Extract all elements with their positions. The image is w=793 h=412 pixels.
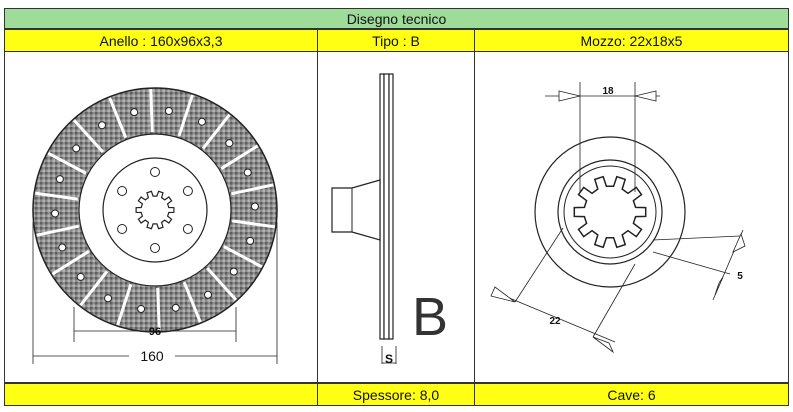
rivet bbox=[203, 290, 212, 299]
hub-detail-panel: 18 22 5 bbox=[474, 52, 789, 383]
rivet bbox=[225, 139, 234, 148]
title-bar: Disegno tecnico bbox=[4, 8, 789, 29]
lining-gap-line bbox=[116, 283, 133, 326]
dim5-ext-top bbox=[652, 235, 741, 241]
disc-front-panel: 96 160 bbox=[4, 52, 318, 383]
lining-gap-line bbox=[206, 266, 238, 301]
lining-gap-line bbox=[223, 245, 263, 269]
header-mozzo-label: Mozzo: 22x18x5 bbox=[580, 32, 683, 49]
lining-gap-line bbox=[220, 144, 259, 170]
rivet bbox=[164, 106, 173, 115]
header-tipo: Tipo : B bbox=[317, 29, 475, 52]
lining-left bbox=[379, 73, 385, 340]
rivet bbox=[197, 117, 206, 126]
lining-gap-line bbox=[34, 191, 78, 201]
dim18-arrow-right bbox=[634, 90, 657, 102]
dim5-ext-bottom bbox=[652, 251, 731, 275]
hub-profile bbox=[331, 179, 381, 241]
hub-hole bbox=[150, 167, 160, 177]
lining-gap-line bbox=[36, 224, 80, 237]
bottom-margin bbox=[4, 406, 789, 412]
rivet bbox=[130, 108, 139, 117]
disc-side-panel: S B bbox=[317, 52, 475, 383]
rivet bbox=[243, 168, 252, 177]
rivet bbox=[171, 303, 180, 312]
hub-hole bbox=[182, 186, 193, 196]
rivet bbox=[58, 243, 67, 252]
disc-plate bbox=[383, 73, 390, 340]
dim-160-label: 160 bbox=[140, 348, 164, 364]
rivet bbox=[51, 209, 60, 218]
dim22-arrow-right bbox=[592, 336, 614, 354]
hub-hole bbox=[150, 243, 160, 253]
rivet bbox=[72, 144, 81, 153]
rivet bbox=[104, 294, 113, 303]
rivet bbox=[55, 175, 64, 184]
dim22-arrow-left bbox=[490, 286, 516, 303]
lining-right bbox=[388, 73, 394, 340]
lining-segment-lines bbox=[34, 89, 276, 331]
hub-hole bbox=[117, 224, 128, 234]
dim5-arrow-top bbox=[732, 232, 746, 253]
header-anello: Anello : 160x96x3,3 bbox=[4, 29, 318, 52]
thickness-label: S bbox=[385, 352, 393, 366]
rivet bbox=[98, 121, 107, 130]
dim18-arrow-left bbox=[558, 90, 581, 102]
hub-detail-drawing: 18 22 5 bbox=[490, 82, 746, 354]
lining-gap-line bbox=[149, 89, 154, 133]
footer-cave-label: Cave: 6 bbox=[607, 386, 656, 403]
dim-22-label: 22 bbox=[549, 316, 561, 327]
footer-left bbox=[4, 383, 318, 406]
type-letter: B bbox=[412, 287, 448, 347]
rivet bbox=[246, 236, 255, 245]
rivet bbox=[76, 272, 85, 281]
header-tipo-label: Tipo : B bbox=[372, 32, 420, 49]
dim22-ext-left bbox=[514, 227, 564, 303]
lining-gap-line bbox=[156, 287, 161, 331]
lining-gap-line bbox=[201, 113, 231, 150]
header-anello-label: Anello : 160x96x3,3 bbox=[99, 32, 223, 49]
lining-gap-line bbox=[79, 270, 109, 307]
lining-gap-line bbox=[232, 219, 276, 229]
footer-spessore-label: Spessore: 8,0 bbox=[352, 386, 440, 403]
lining-gap-line bbox=[72, 119, 104, 154]
disc-side-drawing: S B bbox=[331, 73, 448, 366]
hub-holes bbox=[117, 167, 193, 253]
dim-18-label: 18 bbox=[602, 86, 614, 97]
disc-front-drawing: 96 160 bbox=[32, 87, 278, 364]
dim22-ext-right bbox=[592, 263, 636, 338]
spline-bore bbox=[135, 190, 175, 230]
footer-spessore: Spessore: 8,0 bbox=[317, 383, 475, 406]
lining-gap-line bbox=[177, 94, 194, 137]
hub-hole bbox=[182, 224, 193, 234]
hub-hole bbox=[117, 186, 128, 196]
lining-gap-line bbox=[47, 151, 87, 175]
rivet bbox=[250, 202, 259, 211]
rivet bbox=[229, 267, 238, 276]
hub-spline-profile bbox=[573, 175, 647, 249]
lining-gap-line bbox=[108, 97, 128, 139]
dim-96-label: 96 bbox=[149, 326, 161, 338]
footer-cave: Cave: 6 bbox=[474, 383, 789, 406]
rivet bbox=[137, 305, 146, 314]
title-text: Disegno tecnico bbox=[346, 10, 447, 27]
lining-gap-line bbox=[51, 250, 90, 276]
dim-5-label: 5 bbox=[737, 271, 743, 282]
lining-gap-line bbox=[230, 183, 274, 196]
dim5-arrow-bottom bbox=[714, 276, 724, 296]
lining-gap-line bbox=[182, 281, 202, 323]
header-mozzo: Mozzo: 22x18x5 bbox=[474, 29, 789, 52]
